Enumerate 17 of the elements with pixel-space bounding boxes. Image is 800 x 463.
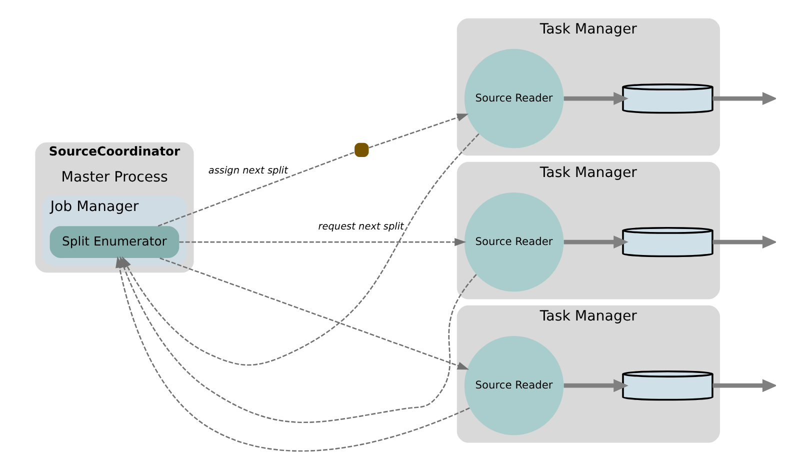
arrow — [563, 236, 628, 249]
arrow — [178, 238, 466, 246]
arrow — [712, 236, 776, 249]
arrow — [368, 114, 468, 148]
arrow — [712, 379, 776, 392]
arrow — [563, 379, 628, 392]
connector — [157, 152, 354, 227]
node-circle: Source Reader — [464, 192, 564, 292]
arrow — [563, 92, 628, 106]
node-circle: Source Reader — [464, 336, 564, 436]
node-circle: Source Reader — [464, 48, 564, 148]
arrow — [712, 92, 776, 106]
arrow — [159, 257, 468, 370]
node-box: Split Enumerator — [49, 226, 179, 258]
edge-label: request next split — [318, 221, 404, 232]
node-box — [354, 142, 368, 158]
edge-label: assign next split — [208, 166, 288, 177]
